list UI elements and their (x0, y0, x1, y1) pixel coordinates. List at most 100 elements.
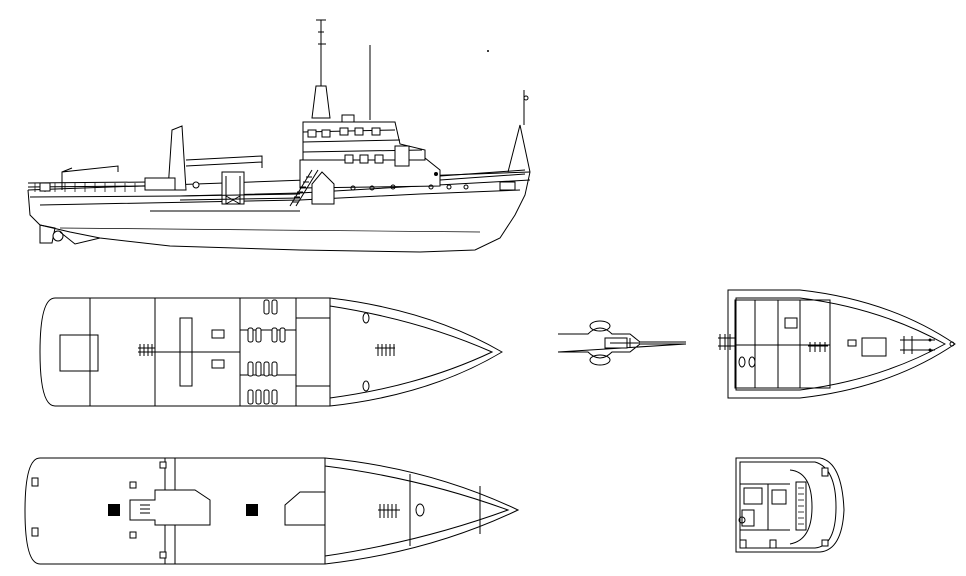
fitting (31, 477, 39, 487)
bollard (928, 348, 932, 352)
lower-deck-inner-hull (329, 305, 494, 399)
deckhouse-fore (284, 491, 326, 526)
porthole (350, 185, 356, 191)
wash-basin (211, 329, 225, 339)
bridge-console (795, 481, 807, 531)
bridge-deck-hull (727, 289, 956, 399)
fore-bulkheads (409, 474, 481, 546)
funnel (167, 125, 187, 191)
stern-box (39, 182, 51, 192)
main-mast-cone (311, 85, 331, 119)
winch (192, 181, 200, 189)
fitting (129, 481, 137, 489)
bridge-deck-inner (735, 297, 947, 391)
wheelhouse-deck-outline (735, 457, 845, 553)
wheelhouse-deck-plan (735, 457, 845, 553)
lower-deck-hull (39, 297, 503, 407)
mast-light (523, 95, 529, 101)
hatch (861, 337, 887, 357)
porthole (428, 184, 434, 190)
gantry (221, 171, 245, 205)
wash-basin (211, 359, 225, 369)
toilet (738, 356, 746, 368)
ladder-marks (140, 504, 150, 514)
bollard-block (246, 504, 258, 516)
waterline (59, 227, 481, 233)
porthole (390, 184, 396, 190)
console-instruments (798, 487, 804, 525)
bollard (928, 338, 932, 342)
fitting (31, 527, 39, 537)
profile-view (27, 19, 531, 253)
room-partitions (740, 483, 790, 531)
window (339, 127, 349, 136)
propeller (52, 230, 64, 242)
wheelhouse-top-plan (557, 320, 687, 366)
wheelhouse-inner (739, 461, 837, 549)
wheelhouse-top-outline (557, 327, 687, 359)
deckhouse-aft (129, 489, 211, 526)
window (321, 129, 331, 138)
chart-table (771, 489, 787, 505)
fitting (769, 539, 777, 549)
skeg (59, 231, 101, 245)
radar-unit (341, 114, 355, 123)
porthole (369, 185, 375, 191)
stair (718, 334, 735, 350)
bridge-door (394, 145, 410, 167)
main-deck-inner-hull (324, 465, 510, 557)
cabin-partitions (155, 317, 330, 387)
helm (738, 516, 746, 524)
mast-boom (610, 338, 640, 348)
main-deck-hull (24, 457, 520, 565)
bow-fitting (949, 341, 955, 347)
navigation-light (434, 172, 438, 176)
deck-house (734, 299, 831, 389)
fitting (129, 531, 137, 539)
window (354, 127, 364, 136)
lower-deck-plan (39, 297, 503, 407)
mast-yard (318, 31, 326, 45)
cabin-walls (754, 300, 801, 388)
mid-railing (179, 193, 301, 201)
forward-ladder (378, 504, 400, 518)
windlass (499, 181, 516, 191)
porthole (446, 184, 452, 190)
toilet (362, 380, 370, 392)
ladder-fore (375, 344, 395, 356)
main-deck-plan (24, 457, 520, 565)
table (743, 487, 763, 505)
speck (487, 50, 489, 52)
wing-fitting (821, 467, 829, 477)
wing-bottom (589, 354, 611, 366)
toilet (748, 356, 756, 368)
bridge-ladder (289, 169, 319, 207)
fixture (784, 317, 798, 329)
deck-access-hatch (311, 171, 335, 205)
window (307, 129, 317, 138)
bollard-block (108, 504, 120, 516)
deck-line (27, 171, 531, 191)
console-arc (789, 469, 813, 545)
berths (247, 299, 286, 405)
stair-inner (808, 342, 828, 352)
corridor (179, 317, 193, 387)
wing-fitting (821, 539, 829, 547)
rudder (39, 224, 56, 244)
ladder-aft (138, 344, 155, 356)
fore-railing (439, 169, 526, 181)
stern-crane (61, 165, 119, 190)
window (344, 154, 354, 164)
bridge-deck-plan (718, 289, 956, 399)
window (359, 154, 369, 164)
window (371, 127, 381, 136)
wing-top (589, 320, 611, 332)
bulwark-line (39, 189, 521, 206)
steering-gear (59, 334, 99, 372)
mid-crane (185, 155, 263, 168)
fitting (159, 461, 167, 469)
toilet (362, 312, 370, 324)
fitting (159, 551, 167, 559)
fitting (739, 539, 747, 549)
